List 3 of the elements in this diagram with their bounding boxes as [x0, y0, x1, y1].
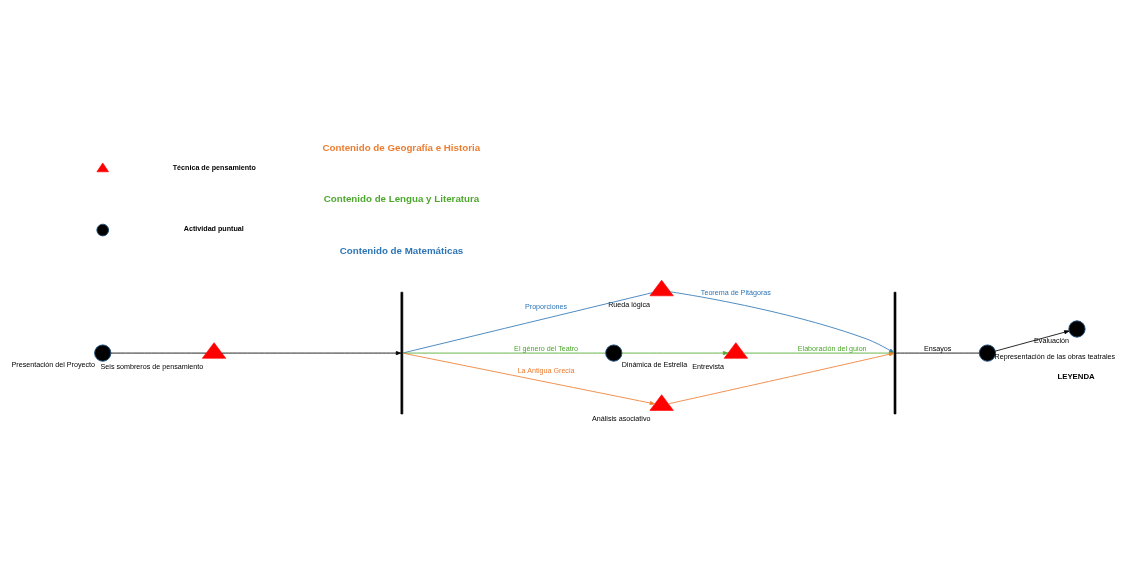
legend-label: Contenido de Geografía e Historia [322, 141, 481, 153]
legend-label: Contenido de Matemáticas [339, 244, 464, 256]
legend-label: Contenido de Lengua y Literatura [323, 193, 480, 205]
